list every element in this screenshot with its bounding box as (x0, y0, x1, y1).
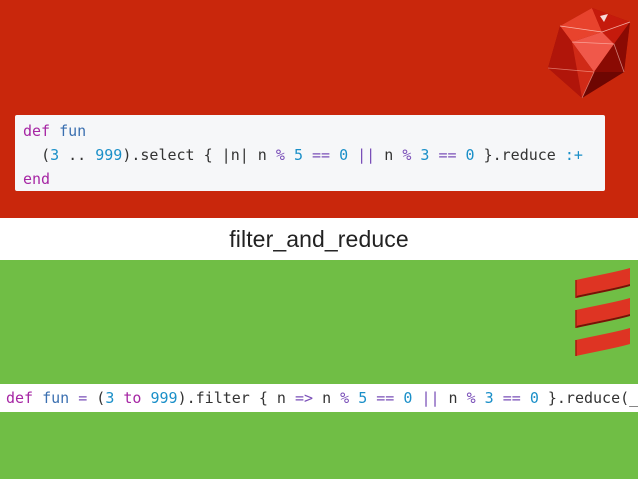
code-number: 3 (105, 389, 115, 407)
code-text (348, 146, 357, 164)
code-operator: % (340, 389, 350, 407)
scala-section (0, 260, 638, 479)
ruby-code-line-3: end (23, 167, 605, 191)
code-keyword: to (123, 389, 142, 407)
code-text (285, 146, 294, 164)
code-text: n (439, 389, 467, 407)
code-text: .. (59, 146, 96, 164)
code-text (23, 146, 41, 164)
code-text: n (313, 389, 341, 407)
ruby-gem-icon (547, 8, 631, 99)
code-number: 0 (465, 146, 475, 164)
code-number: 5 (293, 146, 303, 164)
caption-band: filter_and_reduce (0, 218, 638, 260)
code-keyword: def (6, 389, 34, 407)
code-text (367, 389, 376, 407)
code-operator: => (295, 389, 314, 407)
code-number: 3 (484, 389, 494, 407)
code-operator: || (357, 146, 376, 164)
code-text: ( (87, 389, 106, 407)
scala-code-line: def fun = (3 to 999).filter { n => n % 5… (6, 386, 638, 410)
code-operator: == (502, 389, 521, 407)
code-number: 999 (95, 146, 123, 164)
code-operator: % (275, 146, 285, 164)
code-operator: % (402, 146, 412, 164)
code-number: 3 (420, 146, 430, 164)
code-text: }.reduce(_+_) (547, 389, 638, 407)
code-operator: == (312, 146, 331, 164)
code-operator: || (421, 389, 440, 407)
code-operator: == (376, 389, 395, 407)
ruby-code-line-1: def fun (23, 119, 605, 143)
code-number: 3 (50, 146, 60, 164)
code-text: ( (41, 146, 51, 164)
scala-logo-icon (575, 268, 630, 356)
code-text (303, 146, 312, 164)
code-text: ).filter { n (177, 389, 295, 407)
code-number: 0 (403, 389, 413, 407)
code-text: n (375, 146, 403, 164)
code-text (457, 146, 466, 164)
code-text (50, 122, 59, 140)
code-operator: % (466, 389, 476, 407)
code-symbol: :+ (564, 146, 583, 164)
code-text (69, 389, 78, 407)
code-text (33, 389, 42, 407)
code-number: 0 (529, 389, 539, 407)
code-operator: = (78, 389, 88, 407)
code-text (476, 389, 485, 407)
code-number: 0 (339, 146, 349, 164)
code-text (330, 146, 339, 164)
code-keyword: end (23, 170, 51, 188)
code-text: ).select { |n| n (122, 146, 276, 164)
code-keyword: def (23, 122, 51, 140)
code-text (494, 389, 503, 407)
code-number: 999 (150, 389, 178, 407)
code-text (141, 389, 150, 407)
ruby-code-line-2: (3 .. 999).select { |n| n % 5 == 0 || n … (23, 143, 605, 167)
code-text: }.reduce (474, 146, 565, 164)
code-operator: == (438, 146, 457, 164)
slide-caption: filter_and_reduce (229, 225, 409, 252)
code-text (349, 389, 358, 407)
code-number: 5 (358, 389, 368, 407)
code-function-name: fun (59, 122, 87, 140)
ruby-code-block: def fun (3 .. 999).select { |n| n % 5 ==… (15, 115, 605, 191)
code-text (521, 389, 530, 407)
scala-code-block: def fun = (3 to 999).filter { n => n % 5… (0, 384, 638, 412)
code-function-name: fun (42, 389, 70, 407)
ruby-section: def fun (3 .. 999).select { |n| n % 5 ==… (0, 0, 638, 218)
